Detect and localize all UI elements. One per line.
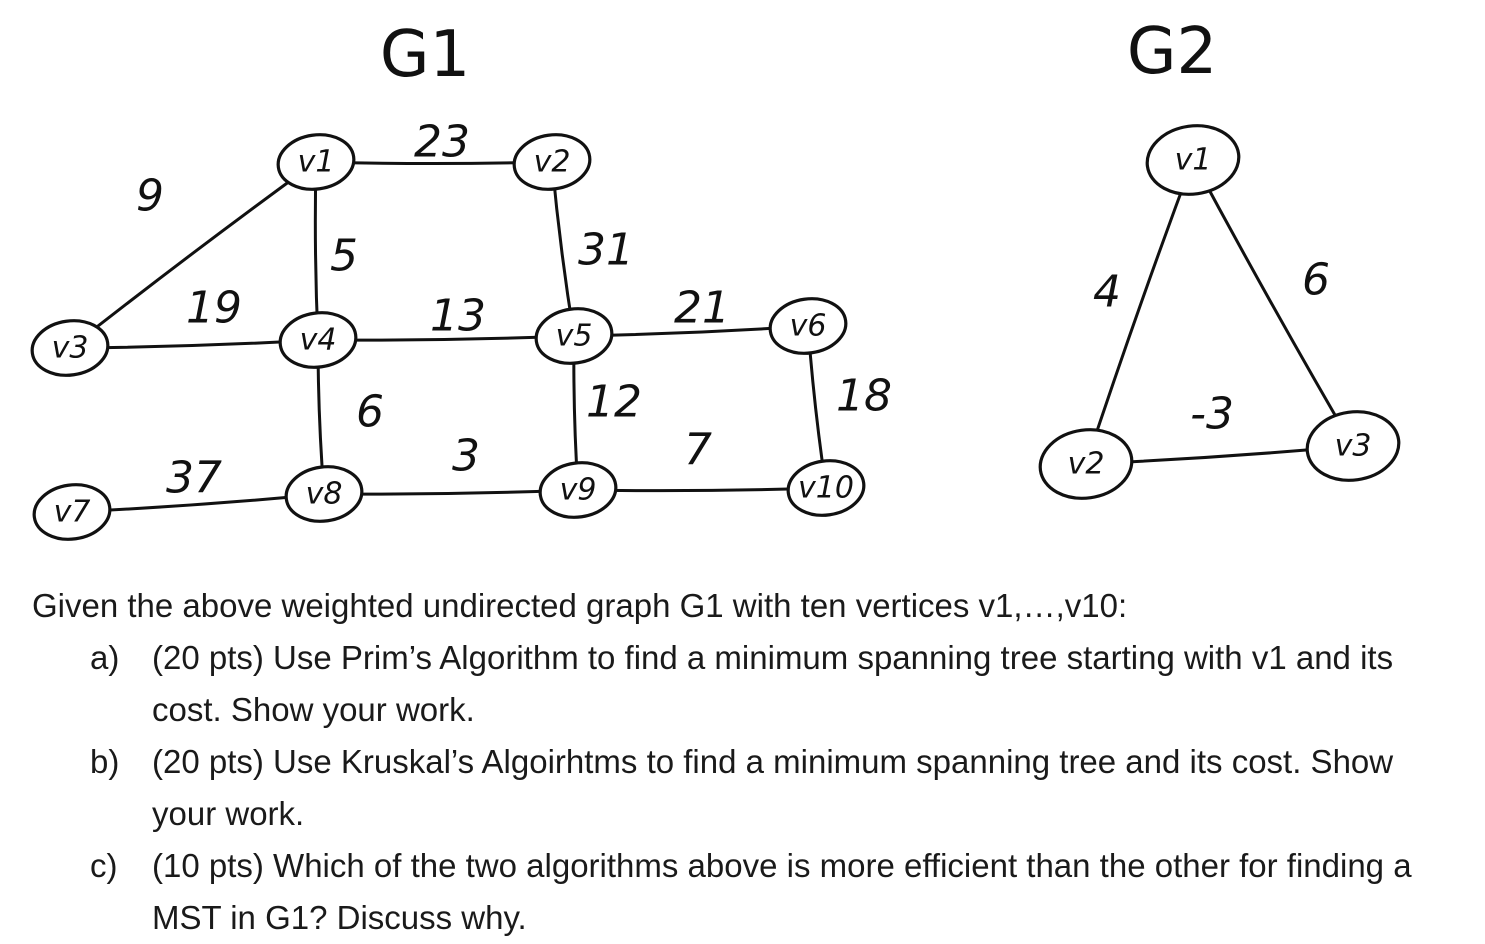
g1-weight-v8-v9: 3 (452, 431, 480, 482)
g1-weight-v1-v2: 23 (414, 117, 470, 168)
vertex-ellipse (512, 133, 592, 191)
vertex-label: v2 (534, 145, 571, 180)
vertex-label: v2 (1068, 447, 1105, 482)
g1-weight-v1-v3: 9 (136, 171, 164, 222)
vertex-ellipse (276, 133, 356, 191)
vertex-label: v9 (560, 473, 597, 508)
g2-edge-v1-v2 (1084, 158, 1195, 466)
vertex-label: v7 (54, 495, 91, 530)
g1-weight-v3-v4: 19 (186, 283, 242, 334)
vertex-ellipse (534, 307, 614, 365)
vertex-ellipse (1145, 124, 1241, 196)
g1-weight-v6-v10: 18 (836, 371, 892, 422)
g2-weight-v1-v2: 4 (1093, 267, 1121, 318)
g1-vertex-v2: v2 (512, 133, 592, 191)
g1-vertex-v6: v6 (768, 297, 848, 355)
g1-weight-v4-v5: 13 (430, 291, 486, 342)
part-text: (10 pts) Which of the two algorithms abo… (152, 847, 1412, 936)
vertex-ellipse (30, 319, 110, 377)
g1-weight-v5-v6: 21 (674, 283, 730, 334)
vertex-ellipse (32, 483, 112, 541)
question-part-c: c) (10 pts) Which of the two algorithms … (32, 840, 1452, 944)
g1-vertex-v3: v3 (30, 319, 110, 377)
g1-title: G1 (380, 18, 470, 92)
g1-weight-v4-v8: 6 (356, 387, 384, 438)
g1-vertex-v9: v9 (538, 461, 618, 519)
vertex-label: v1 (1175, 143, 1212, 178)
part-marker: c) (90, 847, 118, 884)
vertex-label: v4 (300, 323, 337, 358)
g2-edge-v1-v3 (1191, 158, 1355, 448)
g1-weight-v1-v4: 5 (330, 231, 358, 282)
g2-vertex-v1: v1 (1145, 124, 1241, 196)
question-parts: a) (20 pts) Use Prim’s Algorithm to find… (32, 632, 1452, 944)
g1-vertex-v10: v10 (786, 459, 866, 517)
part-marker: a) (90, 639, 120, 676)
vertex-label: v8 (306, 477, 343, 512)
vertex-label: v10 (798, 471, 854, 506)
g2-vertex-v3: v3 (1305, 410, 1401, 482)
g2-weight-v2-v3: -3 (1190, 389, 1234, 440)
g2-vertex-v2: v2 (1038, 428, 1134, 500)
g1-vertex-v7: v7 (32, 483, 112, 541)
vertex-ellipse (768, 297, 848, 355)
g2-graph: G2 4 6 -3 v1 v2 v3 (1038, 15, 1401, 500)
vertex-label: v3 (1335, 429, 1372, 464)
question-intro: Given the above weighted undirected grap… (32, 587, 1128, 624)
g1-vertex-v5: v5 (534, 307, 614, 365)
vertex-label: v3 (52, 331, 89, 366)
g2-weight-v1-v3: 6 (1302, 255, 1330, 306)
g1-weight-v9-v10: 7 (684, 425, 712, 476)
vertex-ellipse (538, 461, 618, 519)
vertex-label: v5 (556, 319, 593, 354)
part-marker: b) (90, 743, 120, 780)
vertex-label: v1 (298, 145, 335, 180)
question-block: Given the above weighted undirected grap… (32, 580, 1452, 944)
vertex-ellipse (278, 311, 358, 369)
part-text: (20 pts) Use Kruskal’s Algoirhtms to fin… (152, 743, 1394, 832)
g1-vertex-v4: v4 (278, 311, 358, 369)
vertex-ellipse (284, 465, 364, 523)
vertex-ellipse (786, 459, 866, 517)
part-text: (20 pts) Use Prim’s Algorithm to find a … (152, 639, 1394, 728)
question-part-a: a) (20 pts) Use Prim’s Algorithm to find… (32, 632, 1452, 736)
g1-vertex-v1: v1 (276, 133, 356, 191)
g1-weight-v7-v8: 37 (166, 453, 222, 504)
vertex-label: v6 (790, 309, 827, 344)
g1-vertex-v8: v8 (284, 465, 364, 523)
g1-edge-v1-v3 (68, 160, 318, 350)
g1-weight-v5-v9: 12 (586, 377, 642, 428)
vertex-ellipse (1038, 428, 1134, 500)
g1-weight-v2-v5: 31 (578, 225, 634, 276)
g2-title: G2 (1127, 15, 1217, 89)
vertex-ellipse (1305, 410, 1401, 482)
question-part-b: b) (20 pts) Use Kruskal’s Algoirhtms to … (32, 736, 1452, 840)
